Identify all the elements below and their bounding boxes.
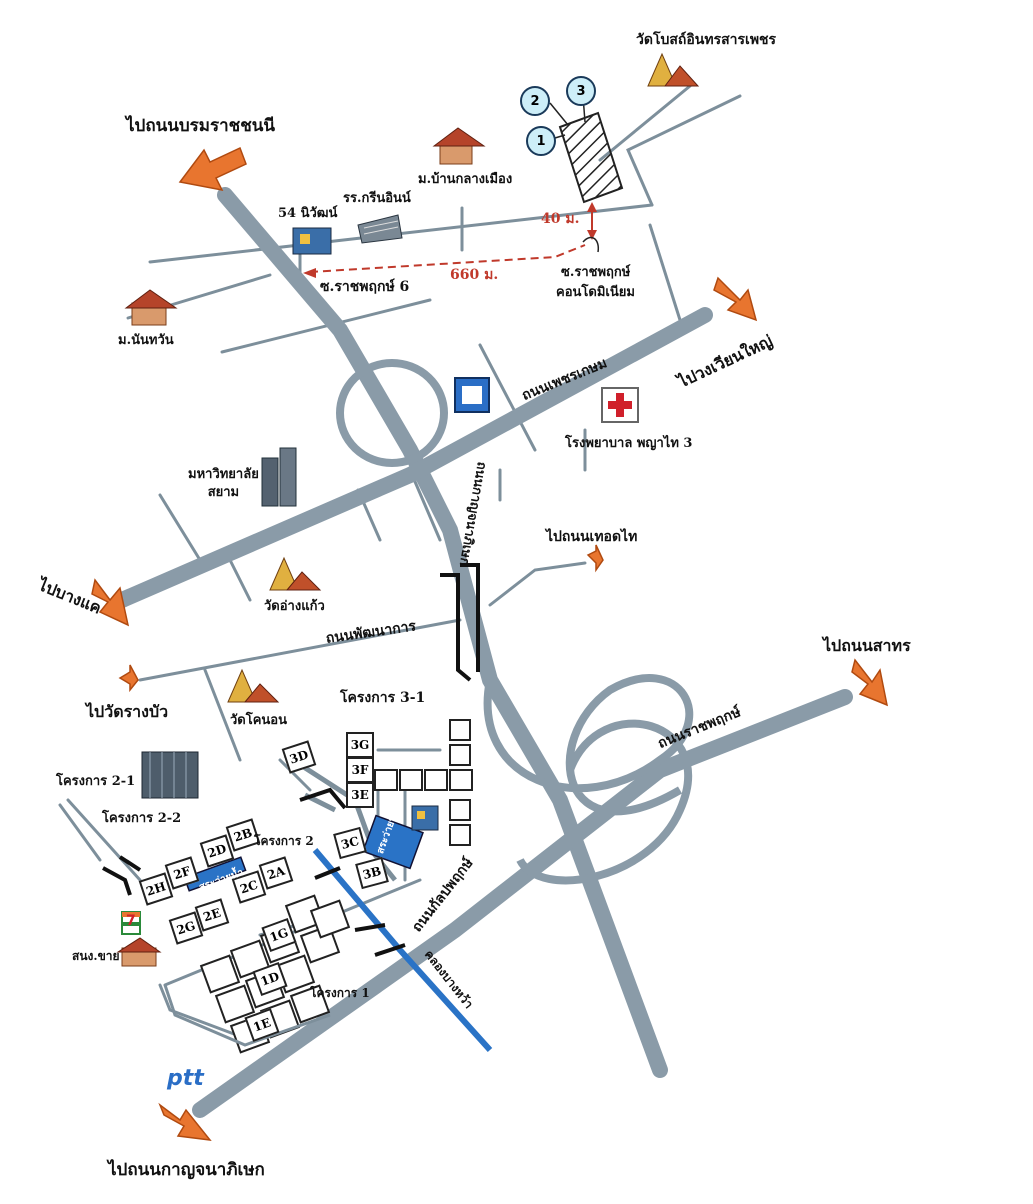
ratchaphruek-road (192, 689, 853, 1118)
khlong-bang-wa-canal (312, 848, 493, 1053)
main-roads (114, 187, 853, 1118)
label-nanthawan: ม.นันทวัน (118, 333, 174, 348)
building-icon (261, 447, 297, 507)
label-to-thoet-thai: ไปถนนเทอดไท (546, 529, 638, 545)
label-mu-ban-klang-mueang: ม.บ้านกลางเมือง (418, 172, 513, 187)
minor-roads (58, 84, 742, 1042)
label-condominium: คอนโดมิเนียม (556, 285, 635, 300)
label-to-borommaratchachonnani: ไปถนนบรมราชชนนี (126, 116, 275, 136)
pool-area-3 (362, 814, 424, 870)
bridge-brackets (102, 563, 480, 957)
unit-cluster-3 (374, 719, 473, 846)
marker-3: 3 (566, 76, 596, 106)
temple-icon (269, 556, 322, 591)
label-project-3-1: โครงการ 3-1 (340, 690, 426, 706)
building-icon (141, 751, 199, 799)
label-sanong-sai: สนง.ขาย (72, 949, 120, 963)
label-project-2-2: โครงการ 2-2 (102, 811, 182, 826)
interchanges (336, 359, 694, 885)
seven-eleven-icon (121, 911, 141, 935)
label-soi-ratchaphruek: ซ.ราชพฤกษ์ (561, 265, 631, 280)
label-to-kanchanaphisek: ไปถนนกาญจนาภิเษก (108, 1160, 265, 1180)
unit-3G: 3G (346, 732, 374, 758)
house-icon (116, 937, 162, 967)
house-icon (432, 127, 486, 165)
temple-icon (647, 52, 700, 87)
condominium-site (549, 95, 624, 253)
label-siam-university: มหาวิทยาลัย สยาม (188, 467, 259, 501)
hospital-icon (601, 387, 639, 423)
marker-2: 2 (520, 86, 550, 116)
label-project-2: โครงการ 2 (254, 834, 314, 848)
seven-eleven-label: 7 (126, 913, 136, 929)
label-project-1: โครงการ 1 (310, 986, 370, 1000)
building-icon (357, 214, 403, 244)
borommaratchachonnani-road (217, 187, 668, 1078)
label-project-2-1: โครงการ 2-1 (56, 774, 136, 789)
route-arrow-left-icon (303, 268, 316, 278)
label-phyathai-hospital: โรงพยาบาล พญาไท 3 (565, 436, 693, 451)
label-soi-ratchaphruek-6: ซ.ราชพฤกษ์ 6 (320, 279, 410, 295)
unit-3F: 3F (346, 757, 374, 783)
ptt-icon: ptt (167, 1066, 204, 1091)
label-distance-40: 40 ม. (541, 211, 580, 227)
label-wat-ang-kaeo: วัดอ่างแก้ว (264, 599, 325, 614)
building-icon (292, 227, 332, 255)
phet-kasem-road (114, 307, 713, 608)
label-nivet-54: 54 นิวัฒน์ (278, 206, 338, 221)
route-dashed (309, 244, 586, 273)
label-wat-bot: วัดโบสถ์อินทรสารเพชร (636, 32, 777, 48)
label-to-wat-rang-bua: ไปวัดรางบัว (86, 702, 169, 721)
house-icon (124, 289, 178, 326)
building-icon (411, 805, 439, 831)
marker-1: 1 (526, 126, 556, 156)
label-to-sathon: ไปถนนสาทร (823, 636, 911, 655)
direction-arrow-icon (91, 146, 889, 1141)
unit-3E: 3E (346, 782, 374, 808)
label-distance-660: 660 ม. (450, 267, 499, 283)
label-wat-khanon: วัดโคนอน (230, 713, 288, 728)
bank-icon (454, 377, 490, 413)
label-green-inn: รร.กรีนอินน์ (343, 191, 411, 206)
temple-icon (227, 668, 280, 703)
